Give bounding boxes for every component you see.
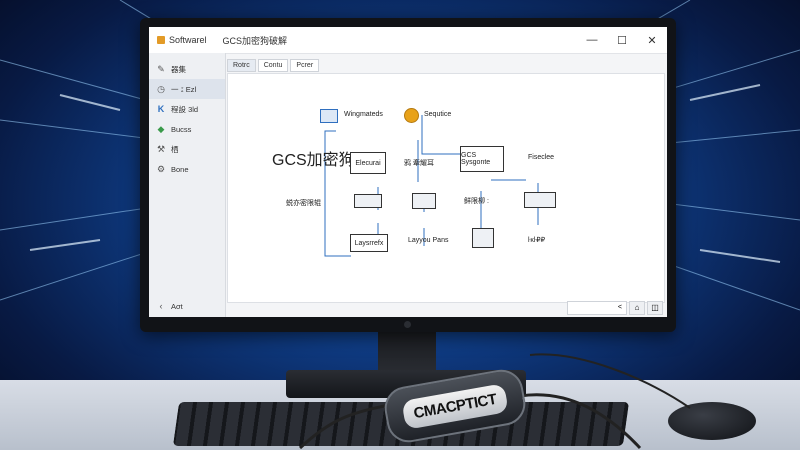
sidebar-item-2[interactable]: ◷ 一 ፤ Ezl (149, 79, 225, 99)
leaf-icon: ◆ (157, 123, 165, 134)
node-stacked (472, 228, 494, 248)
label-lower-right: ŀĸŀ₽₽ (528, 237, 546, 244)
sidebar-item-4[interactable]: ◆ Bucss (149, 119, 225, 139)
tab-bar: Rotrc Contu Pcrer (227, 59, 321, 72)
node-laysrrefx[interactable]: Laysrrefx (350, 234, 388, 252)
tab-2[interactable]: Contu (257, 59, 289, 72)
sidebar-bottom-label: Aσt (171, 301, 183, 311)
edit-icon: ✎ (157, 63, 165, 74)
close-button[interactable]: ✕ (647, 34, 657, 47)
label-fiseclee: Fiseclee (528, 154, 555, 161)
sidebar-item-3[interactable]: K 程設 3ld (149, 99, 225, 119)
app-icon (157, 36, 165, 44)
maximize-button[interactable]: ☐ (617, 34, 627, 47)
monitor-stand-neck (378, 330, 436, 376)
app-name: Softwarel (169, 35, 207, 45)
diagram-canvas: Wingmateds Sequtice GCS加密狗 Elecurai 鸦 牽耀… (227, 73, 665, 303)
sidebar-item-6[interactable]: ⚙ Bone (149, 159, 225, 179)
tab-1[interactable]: Rotrc (227, 59, 256, 72)
label-kanji-3: 鲜限柳 : (464, 198, 489, 205)
label-main-dongle: GCS加密狗 (272, 152, 355, 169)
sidebar: ✎ 器集 ◷ 一 ፤ Ezl K 程設 3ld ◆ Bucss ⚒ 栖 ⚙ Bo… (149, 53, 226, 317)
sidebar-item-label: Bone (171, 164, 189, 174)
status-field[interactable]: < (567, 301, 627, 315)
mouse (668, 402, 756, 440)
node-small-a (354, 194, 382, 208)
label-sequtice: Sequtice (424, 111, 452, 118)
label-kanji-2: 蜕亦密限辊 (286, 200, 321, 207)
diagram-connectors (324, 115, 539, 257)
sidebar-bottom-item[interactable]: ‹ Aσt (155, 301, 183, 311)
label-kanji-1: 鸦 牽耀耳 (404, 160, 434, 167)
tools-icon: ⚒ (156, 143, 166, 154)
sidebar-item-1[interactable]: ✎ 器集 (149, 59, 225, 79)
node-small-c (524, 192, 556, 208)
window-controls: — ☐ ✕ (577, 34, 667, 47)
brand-icon: K (157, 104, 165, 114)
home-button[interactable]: ⌂ (629, 301, 645, 315)
minimize-button[interactable]: — (586, 33, 598, 46)
monitor-logo (404, 321, 411, 328)
app-window: Softwarel GCS加密狗破解 — ☐ ✕ ✎ 器集 ◷ 一 ፤ Ezl … (149, 27, 667, 317)
sidebar-item-label: Bucss (171, 124, 192, 134)
gear-icon: ⚙ (156, 163, 166, 174)
star-icon (404, 108, 419, 123)
tab-3[interactable]: Pcrer (290, 59, 320, 72)
wingmateds-icon (320, 109, 338, 123)
node-small-b (412, 193, 436, 209)
status-bar: < ⌂ ◫ (567, 301, 663, 315)
node-gcs-sysgonte[interactable]: GCS Sysgonte (460, 146, 504, 172)
clock-icon: ◷ (157, 83, 165, 94)
monitor: Softwarel GCS加密狗破解 — ☐ ✕ ✎ 器集 ◷ 一 ፤ Ezl … (140, 18, 676, 332)
sidebar-item-label: 一 ፤ Ezl (171, 84, 197, 94)
main-panel: Rotrc Contu Pcrer (227, 53, 667, 317)
layout-button[interactable]: ◫ (647, 301, 663, 315)
label-wingmateds: Wingmateds (344, 111, 383, 118)
label-layyou-pans: Layyou Pans (408, 237, 449, 244)
sidebar-item-label: 器集 (171, 64, 186, 74)
window-title: GCS加密狗破解 (222, 35, 288, 46)
chevron-left-icon: ‹ (159, 301, 163, 311)
title-bar: Softwarel GCS加密狗破解 — ☐ ✕ (149, 27, 667, 54)
node-elecurai[interactable]: Elecurai (350, 152, 386, 174)
sidebar-item-label: 程設 3ld (171, 104, 199, 114)
sidebar-item-label: 栖 (171, 144, 179, 154)
sidebar-item-5[interactable]: ⚒ 栖 (149, 139, 225, 159)
dongle-label: CMACPTICT (401, 382, 509, 430)
